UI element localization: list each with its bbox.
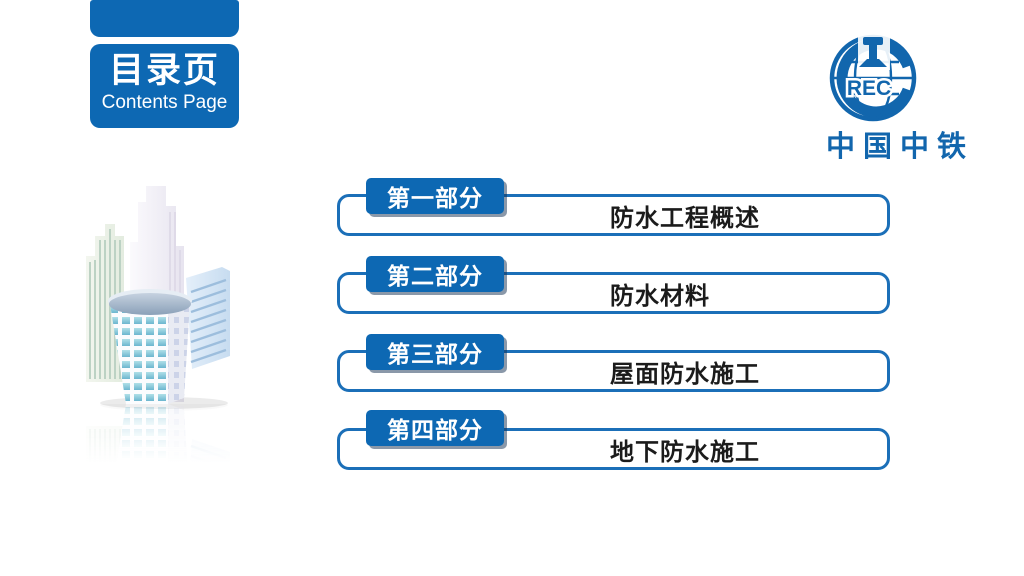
toc-part-badge-1[interactable]: 第一部分: [366, 178, 504, 214]
page-title-card: 目录页 Contents Page: [90, 44, 239, 128]
rail-profile-icon: [858, 34, 890, 70]
header-top-tab: [90, 0, 239, 37]
toc-part-label: 第二部分: [387, 263, 483, 289]
page-subtitle: Contents Page: [101, 91, 228, 113]
logo-abbr-text: REC: [847, 77, 891, 100]
toc-title: 防水工程概述: [610, 204, 760, 232]
company-name: 中国中铁: [825, 131, 974, 163]
toc-title: 地下防水施工: [610, 438, 760, 466]
toc-part-badge-3[interactable]: 第三部分: [366, 334, 504, 370]
page-title: 目录页: [108, 51, 220, 90]
toc-part-badge-4[interactable]: 第四部分: [366, 410, 504, 446]
buildings-illustration: [72, 172, 232, 576]
crec-logo: REC: [816, 32, 946, 132]
toc-part-label: 第四部分: [387, 417, 483, 443]
toc-part-label: 第一部分: [387, 185, 483, 211]
toc-title: 屋面防水施工: [610, 360, 760, 388]
globe-logo-icon: REC: [829, 34, 917, 122]
buildings-icon: [84, 186, 232, 576]
toc-title: 防水材料: [610, 282, 710, 310]
toc-part-badge-2[interactable]: 第二部分: [366, 256, 504, 292]
toc-part-label: 第三部分: [387, 341, 483, 367]
